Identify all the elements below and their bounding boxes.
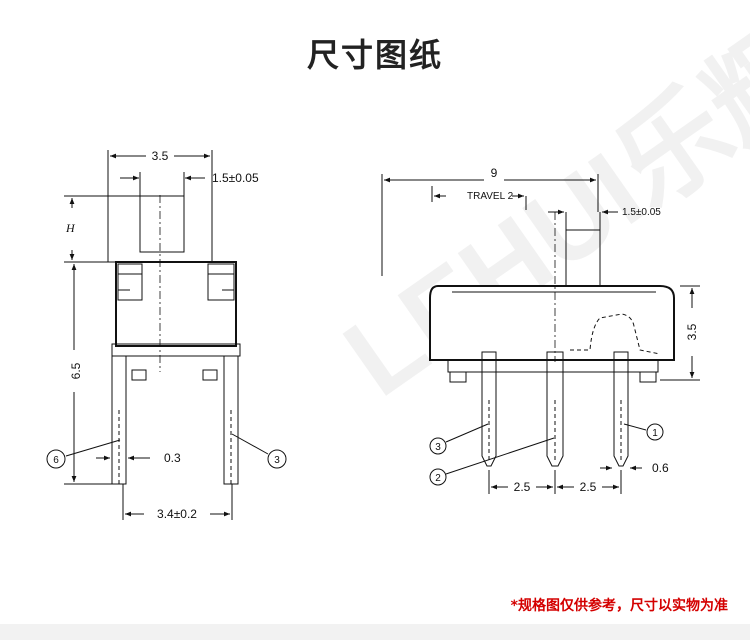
bottom-band <box>0 624 750 640</box>
side-body <box>429 285 675 361</box>
front-height-label: 6.5 <box>69 362 83 379</box>
front-pin-left-callout: 6 <box>53 455 59 466</box>
front-clip-right <box>207 263 235 301</box>
side-travel-label: TRAVEL 2 <box>467 191 514 202</box>
side-length-label: 9 <box>491 166 498 180</box>
disclaimer-footnote: *规格图仅供参考，尺寸以实物为准 <box>510 598 728 614</box>
page-title: 尺寸图纸 <box>306 36 443 74</box>
front-pin-spacing-label: 3.4±0.2 <box>157 507 197 521</box>
side-actuator-width-label: 1.5±0.05 <box>622 207 661 218</box>
front-width-label: 3.5 <box>152 149 169 163</box>
side-pitch-right-label: 2.5 <box>580 480 597 494</box>
front-clip-left <box>117 263 143 301</box>
side-view: 9 TRAVEL 2 1.5±0.05 3.5 0.6 2.5 2.5 <box>381 166 700 494</box>
side-pin-callout-2: 2 <box>435 473 441 484</box>
side-pin-callout-1: 1 <box>652 428 658 439</box>
front-actuator <box>139 195 185 253</box>
side-pin-1 <box>613 351 629 467</box>
front-height-h-label: H <box>65 221 76 235</box>
front-base <box>111 343 241 357</box>
side-pin-width-label: 0.6 <box>652 461 669 475</box>
front-pin-width-label: 0.3 <box>164 451 181 465</box>
side-pitch-left-label: 2.5 <box>514 480 531 494</box>
side-pin-callout-3: 3 <box>435 442 441 453</box>
side-height-label: 3.5 <box>685 323 699 340</box>
front-pin-right-callout: 3 <box>274 455 280 466</box>
front-body <box>115 261 237 347</box>
front-view: 3.5 1.5±0.05 H 6.5 0.3 3.4±0.2 6 <box>46 149 287 521</box>
front-actuator-width-label: 1.5±0.05 <box>212 171 259 185</box>
side-pin-2 <box>546 351 564 467</box>
side-pin-3 <box>481 351 497 467</box>
